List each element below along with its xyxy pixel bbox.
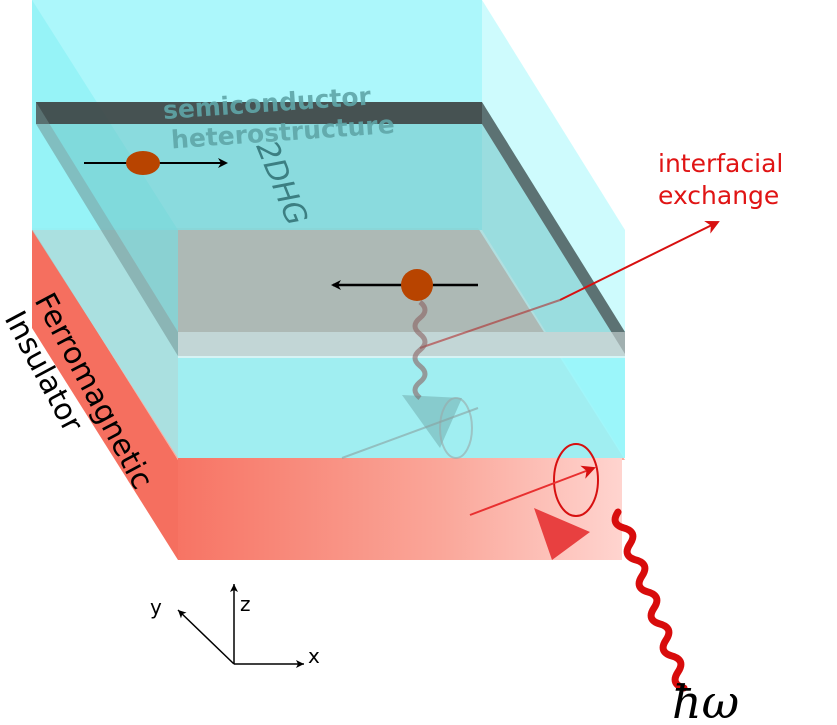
ferromagnet-spin-vector: [469, 465, 596, 516]
interfacial-label-line1: interfacial: [658, 149, 783, 178]
ferromagnet-left-face: [32, 228, 178, 560]
upper-spin-vector: [341, 407, 479, 459]
hole-bottom-dot: [401, 269, 433, 301]
coordinate-axes: x z y: [150, 584, 320, 668]
spin-precession-circle-lower: [553, 443, 599, 517]
axis-z-label: z: [240, 592, 251, 616]
interfacial-exchange-arrow: [419, 221, 720, 349]
axis-y-line: [177, 609, 235, 665]
interfacial-label-line2: exchange: [658, 181, 779, 210]
hole-bottom: [331, 269, 478, 301]
photon-energy-label: ħω: [672, 675, 739, 725]
slab-right-edge: [482, 102, 625, 354]
hole-top: [84, 151, 228, 175]
slab-front-edge: [178, 332, 625, 356]
coupling-wave-arrowhead: [402, 395, 462, 448]
coupling-wave: [412, 300, 428, 400]
two-dhg-slab: [36, 102, 625, 356]
hole-top-dot: [126, 151, 160, 175]
spin-precession-circle-upper: [439, 397, 473, 459]
photon-wave: [534, 508, 688, 692]
slab-back-edge: [36, 102, 482, 124]
axis-x-label: x: [308, 644, 320, 668]
slab-top-face: [36, 102, 625, 332]
photon-arrowhead: [534, 508, 590, 560]
ferromagnet-spin: [469, 443, 599, 517]
axis-y-label: y: [150, 595, 162, 619]
slab-left-edge: [36, 102, 178, 356]
